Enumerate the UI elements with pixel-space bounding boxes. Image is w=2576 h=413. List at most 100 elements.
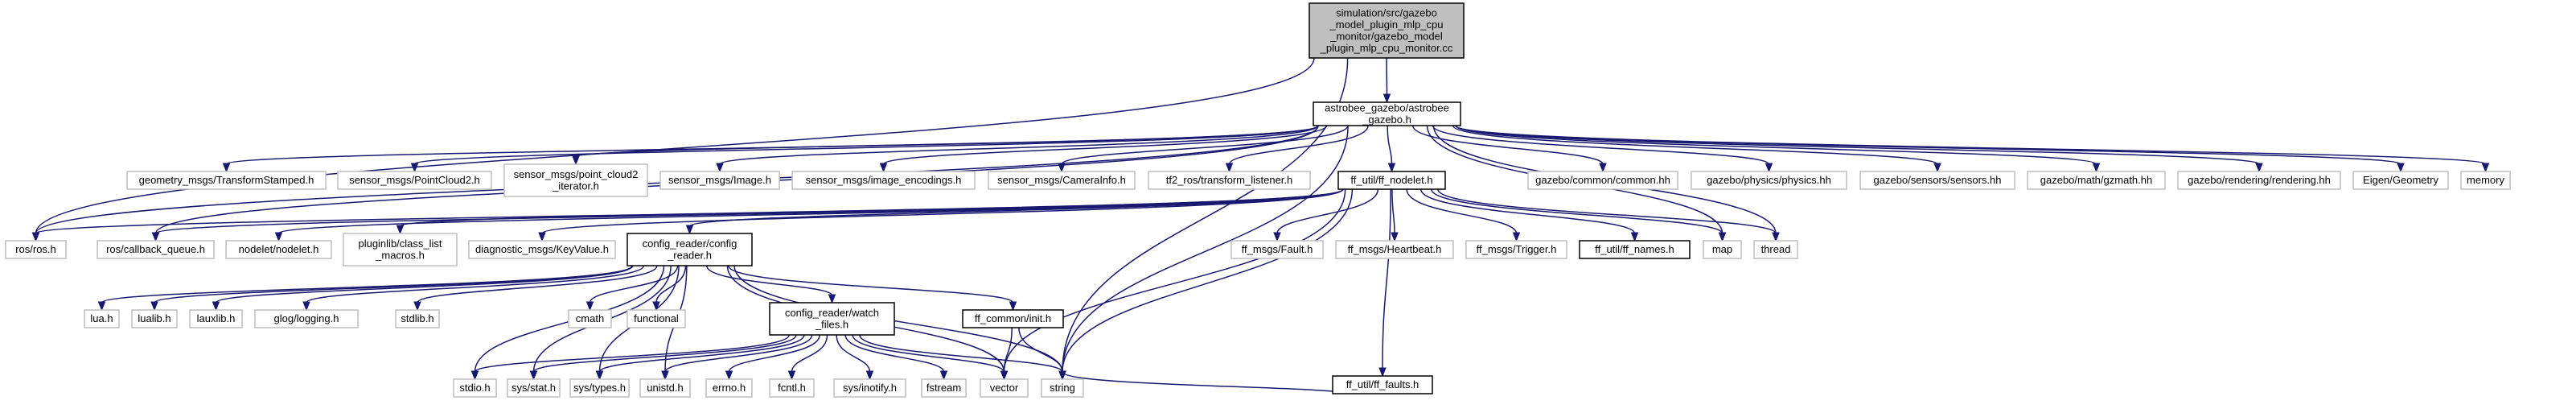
- node-label: string: [1050, 382, 1075, 394]
- node-eigen: Eigen/Geometry: [2352, 171, 2449, 190]
- node-gz-sensors: gazebo/sensors/sensors.hh: [1859, 171, 2015, 190]
- edge-astrobee_gazebo-to-pointcloud2: [410, 125, 1319, 173]
- edge-astrobee_gazebo-to-memory: [1455, 125, 2490, 173]
- node-lua: lua.h: [84, 309, 120, 328]
- node-gz-common: gazebo/common/common.hh: [1527, 171, 1678, 190]
- edge-config_reader-to-lauxlib: [212, 265, 634, 312]
- node-label: ff_util/ff_nodelet.h: [1350, 174, 1432, 186]
- edge-config_reader-to-stdlib: [413, 265, 658, 312]
- edge-ff_nodelet-to-fault: [1273, 188, 1379, 242]
- node-label: vector: [990, 382, 1019, 394]
- node-label: functional: [634, 312, 679, 324]
- edge-astrobee_gazebo-to-image: [716, 125, 1319, 173]
- edge-config_reader-to-watch_files: [705, 265, 836, 304]
- edge-ff_nodelet-to-ff_names: [1419, 188, 1639, 242]
- edge-root-to-astrobee_gazebo: [1382, 57, 1391, 104]
- node-label: _files.h: [815, 318, 848, 330]
- edge-ff_nodelet-to-config_reader: [685, 188, 1344, 235]
- node-label: memory: [2467, 174, 2504, 186]
- edge-ff_nodelet-to-trigger: [1406, 188, 1521, 242]
- edge-astrobee_gazebo-to-gz_rendering: [1455, 125, 2263, 173]
- node-label: ff_msgs/Trigger.h: [1477, 243, 1557, 255]
- node-label: unistd.h: [647, 382, 684, 394]
- node-ff-nodelet[interactable]: ff_util/ff_nodelet.h: [1337, 171, 1446, 190]
- edge-ff_common_init-to-string: [1018, 327, 1066, 381]
- node-label: _macros.h: [375, 249, 425, 261]
- node-label: _reader.h: [667, 249, 712, 261]
- node-label: stdio.h: [459, 382, 490, 394]
- edge-ff_nodelet-to-nodelet: [274, 188, 1344, 242]
- node-label: config_reader/watch: [785, 307, 879, 319]
- node-label: pluginlib/class_list: [358, 237, 442, 250]
- node-label: _gazebo.h: [1362, 114, 1411, 126]
- node-fstream: fstream: [921, 378, 967, 398]
- node-image-encodings: sensor_msgs/image_encodings.h: [791, 171, 976, 190]
- node-cmath: cmath: [568, 309, 612, 328]
- node-vector: vector: [980, 378, 1029, 398]
- node-thread: thread: [1753, 240, 1798, 259]
- node-stdlib: stdlib.h: [395, 309, 440, 328]
- node-geometry-msgs: geometry_msgs/TransformStamped.h: [126, 171, 327, 190]
- node-label: lua.h: [90, 312, 113, 324]
- node-heartbeat: ff_msgs/Heartbeat.h: [1335, 240, 1454, 259]
- node-label: map: [1712, 243, 1732, 255]
- node-label: fstream: [926, 382, 961, 394]
- edge-astrobee_gazebo-to-gz_common: [1411, 125, 1607, 173]
- node-label: ff_msgs/Fault.h: [1242, 243, 1313, 255]
- node-label: _model_plugin_mlp_cpu: [1329, 19, 1444, 31]
- edge-astrobee_gazebo-to-camerainfo: [1058, 125, 1349, 173]
- node-label: sensor_msgs/Image.h: [668, 174, 771, 186]
- node-map: map: [1703, 240, 1742, 259]
- node-glog: glog/logging.h: [254, 309, 359, 328]
- node-string: string: [1041, 378, 1084, 398]
- edge-ff_faults-to-string: [1058, 370, 1345, 394]
- node-label: sensor_msgs/point_cloud2: [514, 168, 639, 180]
- node-ff-faults[interactable]: ff_util/ff_faults.h: [1332, 375, 1433, 394]
- edge-config_reader-to-functional: [652, 265, 687, 312]
- node-label: sensor_msgs/CameraInfo.h: [997, 174, 1126, 186]
- node-fault: ff_msgs/Fault.h: [1230, 240, 1324, 259]
- node-gz-math: gazebo/math/gzmath.hh: [2027, 171, 2166, 190]
- edge-watch_files-to-stdio: [470, 334, 790, 381]
- node-label: errno.h: [713, 382, 746, 394]
- edge-watch_files-to-sys_types: [595, 334, 805, 381]
- node-camerainfo: sensor_msgs/CameraInfo.h: [988, 171, 1136, 190]
- node-label: sys/types.h: [573, 382, 626, 394]
- edge-astrobee_gazebo-to-tf2_ros: [1225, 125, 1369, 173]
- node-image: sensor_msgs/Image.h: [659, 171, 780, 190]
- edge-astrobee_gazebo-to-pc2_iterator: [572, 125, 1319, 166]
- node-label: lualib.h: [138, 312, 171, 324]
- node-label: glog/logging.h: [274, 312, 339, 324]
- node-label: thread: [1761, 243, 1791, 255]
- node-label: lauxlib.h: [197, 312, 236, 324]
- node-watch-files[interactable]: config_reader/watch_files.h: [769, 302, 895, 336]
- node-trigger: ff_msgs/Trigger.h: [1465, 240, 1567, 259]
- node-astrobee-gazebo[interactable]: astrobee_gazebo/astrobee_gazebo.h: [1313, 101, 1461, 126]
- node-label: sys/stat.h: [512, 382, 556, 394]
- node-root: simulation/src/gazebo_model_plugin_mlp_c…: [1309, 2, 1465, 59]
- node-label: ff_msgs/Heartbeat.h: [1348, 243, 1442, 255]
- node-label: nodelet/nodelet.h: [239, 243, 319, 255]
- node-label: _iterator.h: [552, 180, 599, 192]
- node-label: config_reader/config: [643, 237, 737, 250]
- node-config-reader[interactable]: config_reader/config_reader.h: [627, 233, 753, 266]
- node-label: gazebo/physics/physics.hh: [1707, 174, 1831, 186]
- node-pluginlib: pluginlib/class_list_macros.h: [343, 233, 458, 266]
- node-label: ros/callback_queue.h: [106, 243, 205, 255]
- edge-ff_nodelet-to-map: [1431, 188, 1727, 242]
- edge-root-to-string: [1058, 57, 1349, 381]
- node-ff-names[interactable]: ff_util/ff_names.h: [1579, 240, 1691, 259]
- node-ff-common-init[interactable]: ff_common/init.h: [962, 309, 1064, 328]
- node-label: ff_util/ff_faults.h: [1346, 378, 1419, 390]
- node-fcntl: fcntl.h: [769, 378, 815, 398]
- node-label: fcntl.h: [778, 382, 806, 394]
- node-errno: errno.h: [705, 378, 753, 398]
- node-keyvalue: diagnostic_msgs/KeyValue.h: [468, 240, 616, 259]
- edge-ff_nodelet-to-ff_faults: [1378, 188, 1391, 378]
- node-ros-ros: ros/ros.h: [5, 240, 67, 259]
- edge-astrobee_gazebo-to-gz_sensors: [1452, 125, 1941, 173]
- nodes-layer: simulation/src/gazebo_model_plugin_mlp_c…: [5, 2, 2511, 398]
- node-label: Eigen/Geometry: [2363, 174, 2438, 186]
- node-label: sensor_msgs/image_encodings.h: [806, 174, 962, 186]
- node-functional: functional: [627, 309, 686, 328]
